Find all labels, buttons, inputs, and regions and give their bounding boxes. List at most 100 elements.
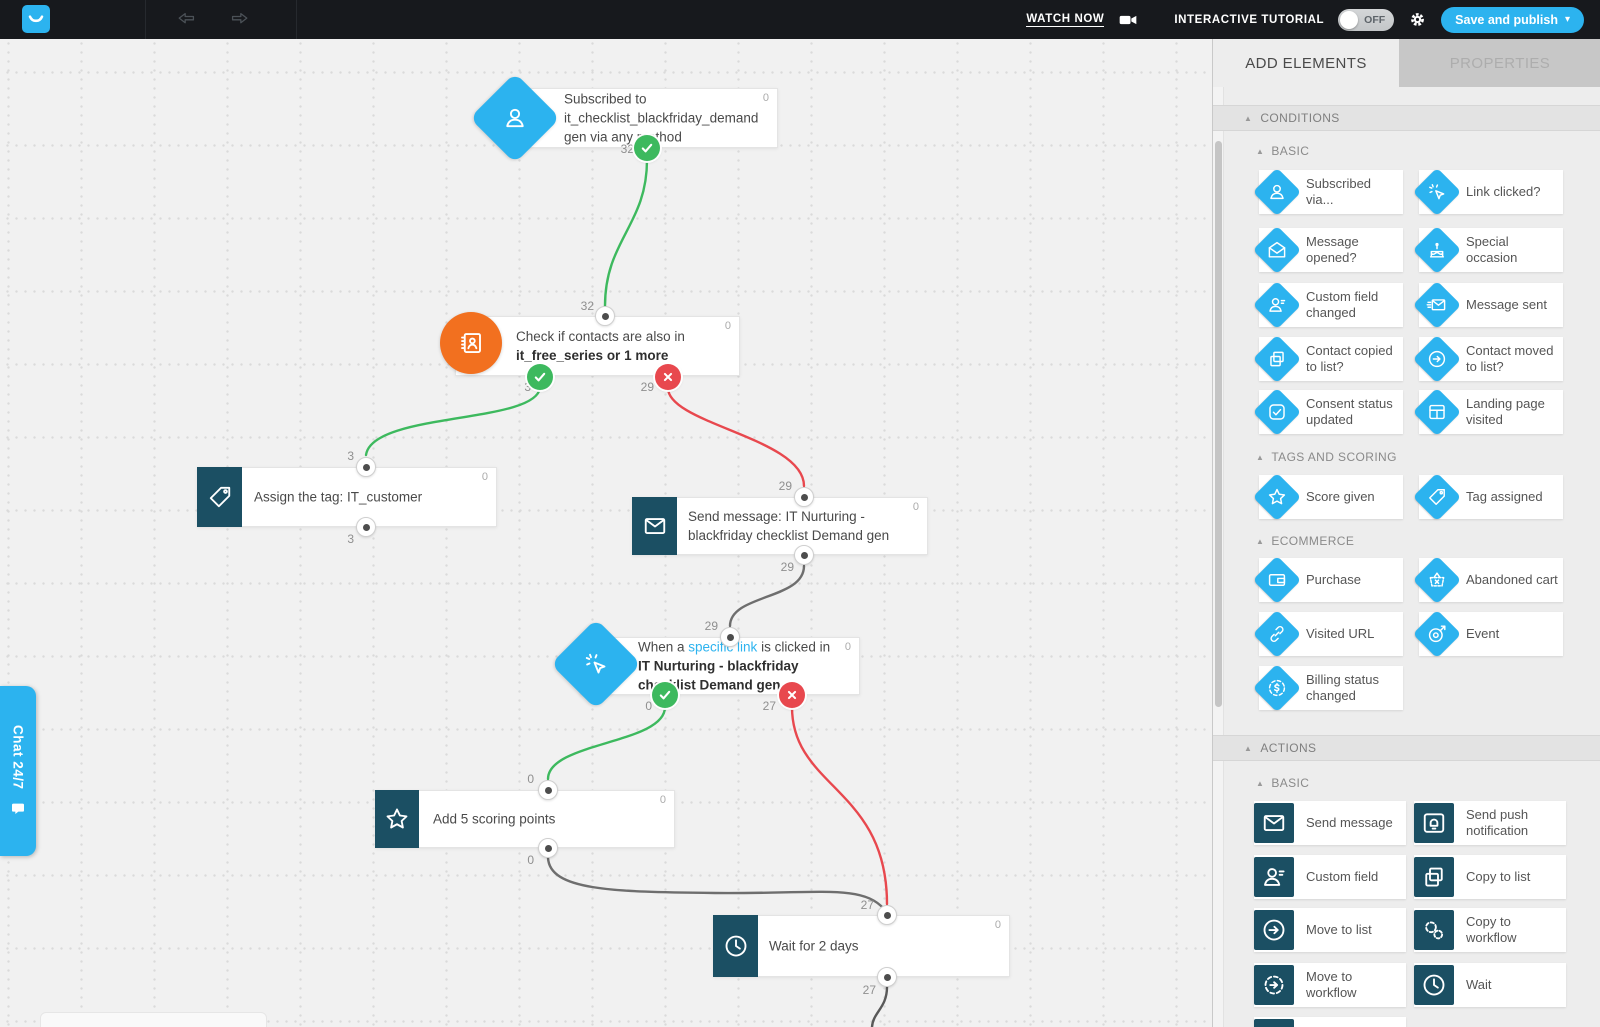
- element-contact-copied[interactable]: Contact copied to list?: [1252, 334, 1403, 384]
- subsection-basic-actions[interactable]: ▲ BASIC: [1213, 773, 1600, 793]
- action-move-to-workflow[interactable]: Move to workflow: [1254, 963, 1406, 1007]
- sidebar-scrollbar[interactable]: [1213, 87, 1224, 1027]
- output-connector[interactable]: [877, 967, 897, 987]
- x-icon: [663, 372, 673, 382]
- check-icon: [641, 143, 653, 153]
- element-custom-field-changed[interactable]: Custom field changed: [1252, 280, 1403, 330]
- yes-branch-handle[interactable]: [527, 364, 553, 390]
- app-logo[interactable]: [22, 5, 50, 33]
- action-copy-to-list[interactable]: Copy to list: [1414, 855, 1566, 899]
- redo-button[interactable]: [228, 9, 250, 31]
- watch-now-link[interactable]: WATCH NOW: [1026, 12, 1105, 27]
- out-count: 29: [780, 560, 794, 574]
- element-visited-url[interactable]: Visited URL: [1252, 609, 1403, 659]
- section-conditions[interactable]: ▲ CONDITIONS: [1213, 105, 1600, 131]
- link-clicked-diamond[interactable]: [550, 618, 642, 710]
- tag-icon: [1420, 480, 1454, 514]
- cake-icon: [1420, 233, 1454, 267]
- person-field-icon: [1254, 857, 1294, 897]
- divider: [145, 0, 146, 39]
- click-icon: [564, 632, 628, 696]
- undo-button[interactable]: [176, 9, 198, 31]
- no-branch-handle[interactable]: [655, 364, 681, 390]
- elements-sidebar: ADD ELEMENTS PROPERTIES ▲ CONDITIONS ▲ B…: [1212, 39, 1600, 1027]
- element-message-opened[interactable]: Message opened?: [1252, 225, 1403, 275]
- out-count: 27: [862, 983, 876, 997]
- check-contacts-circle[interactable]: [440, 312, 502, 374]
- subsection-ecommerce[interactable]: ▲ ECOMMERCE: [1213, 531, 1600, 551]
- node-add-score[interactable]: 0 Add 5 scoring points: [375, 790, 675, 848]
- collapse-icon: ▲: [1244, 743, 1253, 753]
- element-landing-page[interactable]: Landing page visited: [1412, 387, 1563, 437]
- toggle-knob: [1340, 10, 1359, 29]
- element-label: Message opened?: [1306, 233, 1359, 265]
- action-custom-field[interactable]: Custom field: [1254, 855, 1406, 899]
- yes-branch-handle[interactable]: [652, 682, 678, 708]
- yes-branch-handle[interactable]: [634, 135, 660, 161]
- specific-link[interactable]: specific link: [688, 639, 758, 655]
- action-partial[interactable]: [1254, 1017, 1406, 1027]
- action-wait[interactable]: Wait: [1414, 963, 1566, 1007]
- input-connector[interactable]: [538, 780, 558, 800]
- video-camera-icon[interactable]: [1118, 10, 1138, 30]
- action-send-message[interactable]: Send message: [1254, 801, 1406, 845]
- tab-add-elements[interactable]: ADD ELEMENTS: [1213, 39, 1399, 87]
- chat-tab[interactable]: Chat 24/7: [0, 686, 36, 856]
- section-actions[interactable]: ▲ ACTIONS: [1213, 735, 1600, 761]
- action-send-push[interactable]: Send push notification: [1414, 801, 1566, 845]
- element-contact-moved[interactable]: Contact moved to list?: [1412, 334, 1563, 384]
- out-count: 0: [527, 853, 534, 867]
- node-text: Wait for 2 days: [769, 938, 859, 954]
- element-label: Move to list: [1306, 921, 1372, 937]
- output-connector[interactable]: [794, 545, 814, 565]
- save-and-publish-button[interactable]: Save and publish ▾: [1441, 6, 1584, 33]
- output-connector[interactable]: [356, 517, 376, 537]
- collapse-icon: ▲: [1256, 778, 1265, 788]
- node-counter: 0: [844, 641, 851, 653]
- element-abandoned-cart[interactable]: Abandoned cart: [1412, 555, 1563, 605]
- input-connector[interactable]: [356, 457, 376, 477]
- element-billing-status[interactable]: Billing status changed: [1252, 663, 1403, 713]
- no-branch-handle[interactable]: [779, 682, 805, 708]
- output-connector[interactable]: [538, 838, 558, 858]
- element-purchase[interactable]: Purchase: [1252, 555, 1403, 605]
- collapse-icon: ▲: [1256, 146, 1265, 156]
- element-subscribed-via[interactable]: Subscribed via...: [1252, 167, 1403, 217]
- input-connector[interactable]: [877, 905, 897, 925]
- yes-count: 3: [524, 380, 531, 394]
- tutorial-toggle[interactable]: OFF: [1338, 8, 1395, 31]
- element-event[interactable]: Event: [1412, 609, 1563, 659]
- envelope-icon: [1254, 803, 1294, 843]
- action-move-to-list[interactable]: Move to list: [1254, 908, 1406, 952]
- element-score-given[interactable]: Score given: [1252, 472, 1403, 522]
- collapse-icon: ▲: [1256, 536, 1265, 546]
- subsection-title: TAGS AND SCORING: [1271, 450, 1397, 464]
- element-special-occasion[interactable]: Special occasion: [1412, 225, 1563, 275]
- action-copy-to-workflow[interactable]: Copy to workflow: [1414, 908, 1566, 952]
- subscribed-diamond[interactable]: [469, 72, 561, 164]
- tab-properties[interactable]: PROPERTIES: [1399, 39, 1600, 87]
- subsection-title: BASIC: [1271, 776, 1310, 790]
- input-connector[interactable]: [720, 627, 740, 647]
- element-consent-status[interactable]: Consent status updated: [1252, 387, 1403, 437]
- node-text: Add 5 scoring points: [433, 811, 556, 827]
- subsection-basic-conditions[interactable]: ▲ BASIC: [1213, 141, 1600, 161]
- input-connector[interactable]: [794, 487, 814, 507]
- settings-gear-button[interactable]: [1408, 10, 1427, 29]
- node-assign-tag[interactable]: 0 Assign the tag: IT_customer: [197, 467, 497, 527]
- node-text-bold: it_free_series or 1 more: [516, 348, 669, 363]
- element-label: Send push notification: [1466, 806, 1529, 838]
- scrollbar-thumb[interactable]: [1215, 141, 1222, 707]
- subsection-tags-scoring[interactable]: ▲ TAGS AND SCORING: [1213, 447, 1600, 467]
- save-label: Save and publish: [1455, 12, 1558, 27]
- node-send-message[interactable]: 0 Send message: IT Nurturing - blackfrid…: [632, 497, 928, 555]
- node-check-lists[interactable]: 0 Check if contacts are also in it_free_…: [455, 316, 740, 376]
- input-connector[interactable]: [595, 306, 615, 326]
- element-label: Copy to list: [1466, 868, 1531, 884]
- element-link-clicked[interactable]: Link clicked?: [1412, 167, 1563, 217]
- element-message-sent[interactable]: Message sent: [1412, 280, 1563, 330]
- node-wait[interactable]: 0 Wait for 2 days: [713, 915, 1010, 977]
- undo-icon: [178, 12, 195, 24]
- address-book-icon: [456, 328, 486, 358]
- element-tag-assigned[interactable]: Tag assigned: [1412, 472, 1563, 522]
